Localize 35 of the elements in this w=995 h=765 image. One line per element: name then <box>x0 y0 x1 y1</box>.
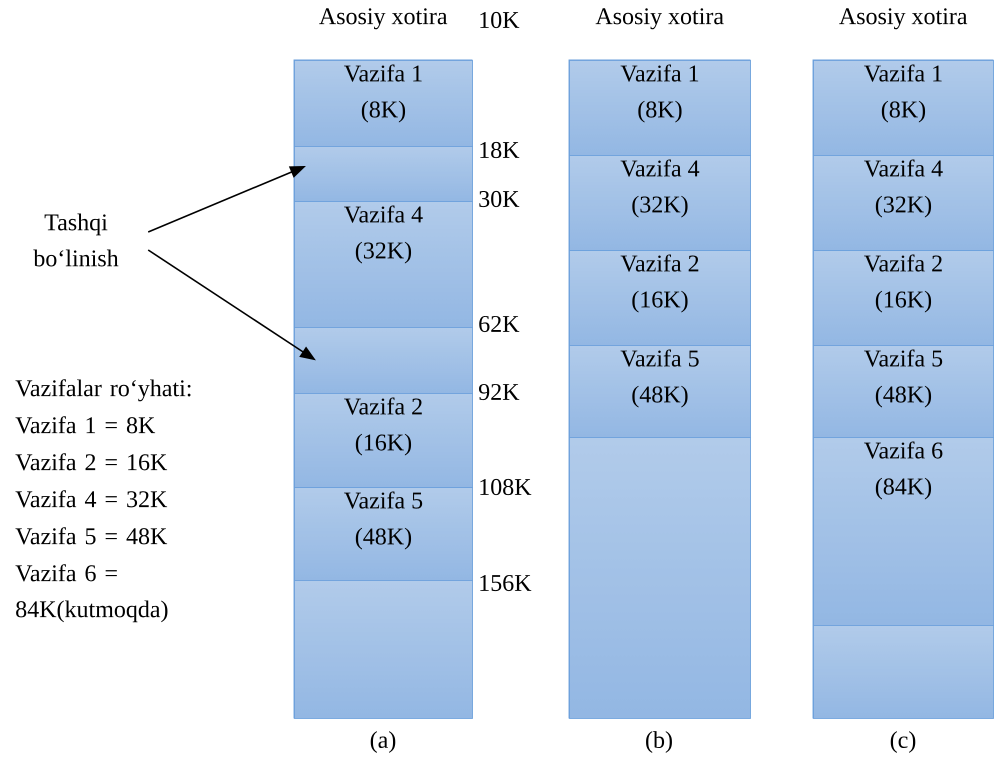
memory-block: Vazifa 5 (48K) <box>813 345 994 438</box>
memory-block: Vazifa 5 (48K) <box>569 345 751 438</box>
free-block <box>813 625 994 719</box>
list-item: Vazifa 2 = 16K <box>15 453 168 470</box>
memory-block: Vazifa 2 (16K) <box>294 393 473 488</box>
list-item: Vazifa 4 = 32K <box>15 490 168 508</box>
node-label: Asosiy xotira <box>596 8 724 30</box>
list-item: Vazifa 1 = 8K <box>15 416 156 434</box>
memory-block: Vazifa 4 (32K) <box>569 155 751 251</box>
address-label: 10K <box>480 12 520 28</box>
list-item: Vazifalar ro‘yhati: <box>15 379 191 402</box>
caption-label: (c) <box>890 731 916 753</box>
memory-block: Vazifa 2 (16K) <box>569 250 751 346</box>
list-item: Vazifa 5 = 48K <box>15 527 168 544</box>
address-label: 108K <box>480 478 532 496</box>
free-block <box>294 327 473 394</box>
list-item: Vazifa 6 = 84K(kutmoqda) <box>15 564 168 622</box>
address-label: 156K <box>480 574 532 592</box>
memory-block: Vazifa 4 (32K) <box>813 155 994 251</box>
memory-block: Vazifa 2 (16K) <box>813 250 994 346</box>
memory-block: Vazifa 1 (8K) <box>294 60 473 147</box>
caption-label: (b) <box>646 731 672 753</box>
address-label: 30K <box>479 190 520 208</box>
free-block <box>294 146 473 202</box>
memory-block: Vazifa 5 (48K) <box>294 487 473 581</box>
memory-block: Vazifa 1 (8K) <box>569 60 751 156</box>
memory-block: Vazifa 1 (8K) <box>813 60 994 156</box>
node-label: Asosiy xotira <box>319 8 448 30</box>
node-label: Asosiy xotira <box>839 8 968 30</box>
address-label: 18K <box>480 142 520 158</box>
address-label: 62K <box>479 316 520 332</box>
free-block <box>294 580 473 719</box>
callout-text: Tashqi bo‘linish <box>33 214 118 266</box>
address-label: 92K <box>478 384 520 400</box>
caption-label: (a) <box>370 731 396 753</box>
